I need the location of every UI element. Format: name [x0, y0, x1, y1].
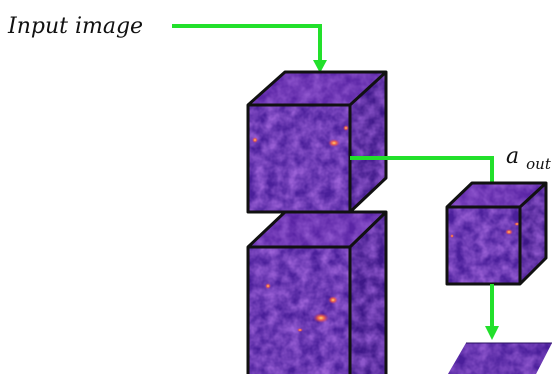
output-label-subscript: out: [526, 155, 552, 173]
output-cube: [447, 183, 546, 284]
feature-cube-2: [248, 212, 386, 374]
input-label: Input image: [7, 14, 143, 39]
arrow-output-cube-to-plane: [485, 284, 499, 340]
feature-cube-1: [248, 72, 386, 212]
output-plane: [448, 343, 552, 374]
output-label: a out: [506, 144, 552, 173]
arrow-input-to-cube1: [172, 26, 327, 73]
output-label-base: a: [506, 144, 519, 169]
